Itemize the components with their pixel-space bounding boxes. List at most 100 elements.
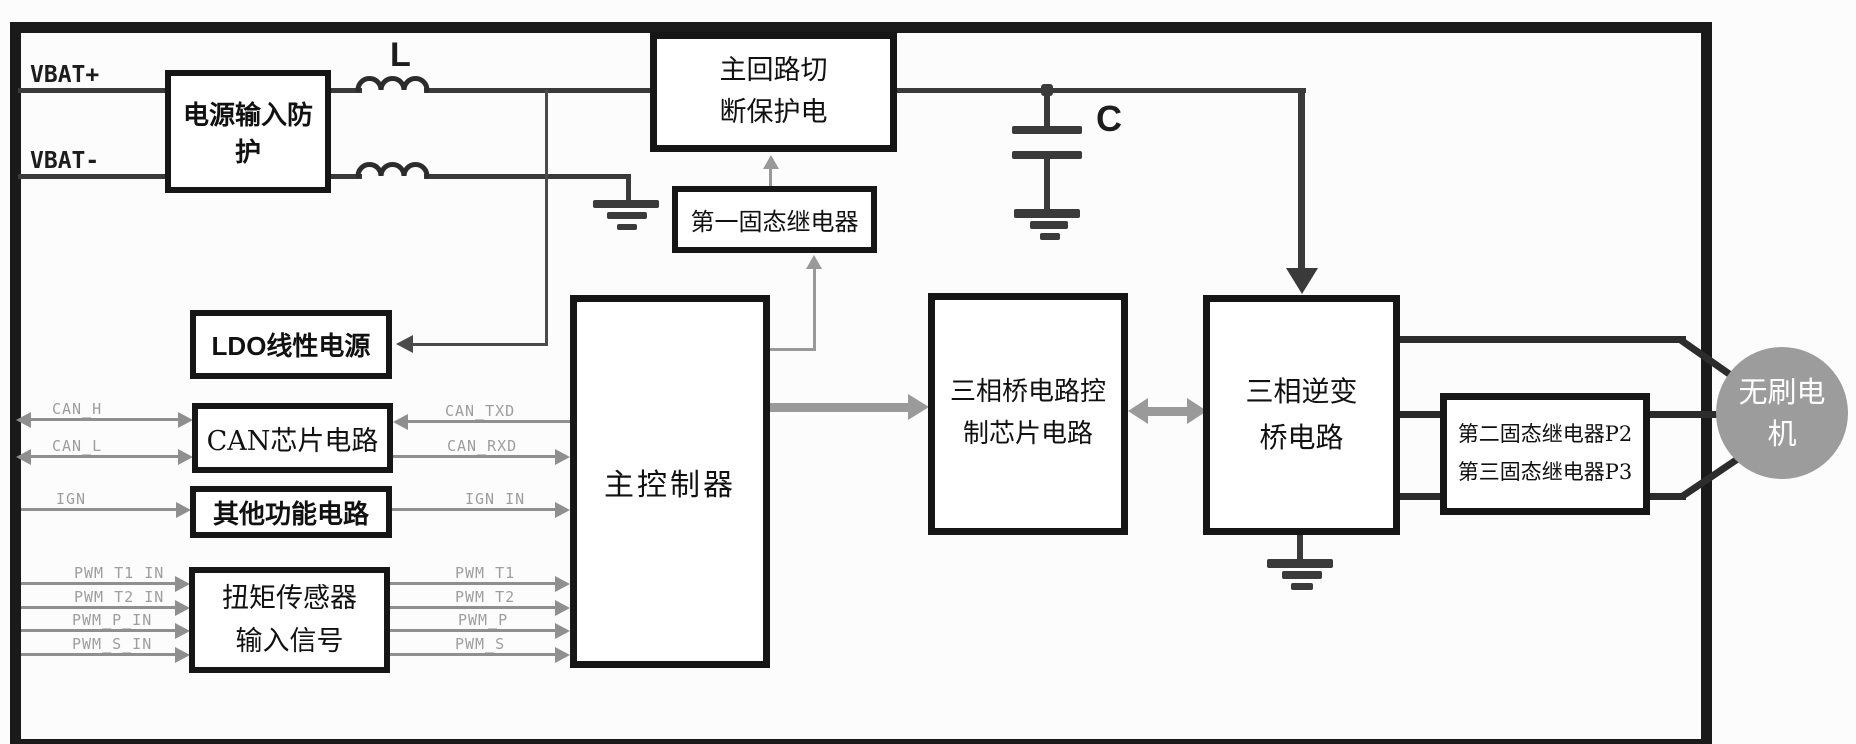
- can-l-wire: [30, 455, 180, 458]
- vbat-minus-wire-b: [424, 174, 631, 179]
- ldo-feed-vwire: [545, 90, 548, 345]
- can-l-arrowhead-left: [16, 449, 31, 465]
- top-rail-wire: [897, 88, 1306, 93]
- ldo-label: LDO线性电源: [211, 331, 371, 361]
- pwm-p-wire: [390, 629, 557, 632]
- torque-sensor-label-line2: 输入信号: [235, 626, 344, 657]
- inductor-coil-top: [355, 76, 430, 93]
- power-input-protection-label: 电源输入防护: [182, 99, 313, 167]
- pwm-t1-wire: [390, 582, 557, 585]
- ign-label: IGN: [56, 490, 87, 508]
- ldo-feed-arrowhead: [396, 335, 413, 353]
- inverter-bridge-box: 三相逆变 桥电路: [1203, 295, 1400, 535]
- ground1-bar2: [607, 212, 647, 219]
- inductor-label: L: [390, 36, 411, 74]
- vbat-minus-stub: [626, 176, 631, 202]
- ssr23-box: 第二固态继电器P2 第三固态继电器P3: [1440, 393, 1650, 515]
- bridge-control-chip-box: 三相桥电路控 制芯片电路: [928, 293, 1128, 535]
- pwm-t1-label: PWM T1: [455, 564, 516, 582]
- brushless-motor-node: 无刷电 机: [1716, 347, 1848, 479]
- cap-stub-bottom: [1044, 159, 1050, 211]
- ground3-bar2: [1282, 571, 1322, 579]
- first-ssr-box: 第一固态继电器: [672, 186, 877, 253]
- pwm-t1-in-label: PWM T1 IN: [74, 564, 165, 582]
- ground3-bar3: [1291, 583, 1313, 590]
- can-rxd-wire: [393, 455, 557, 458]
- ssr1-to-cutoff-arrowhead: [763, 155, 779, 169]
- inverter-bridge-label-line2: 桥电路: [1259, 421, 1344, 454]
- capacitor-label: C: [1096, 98, 1122, 139]
- pwm-p-in-arrowhead: [175, 623, 190, 639]
- bridgectrl-inverter-arrowhead-right: [1187, 398, 1207, 424]
- ldo-box: LDO线性电源: [190, 310, 392, 379]
- can-chip-box: CAN芯片电路: [192, 403, 393, 473]
- can-rxd-label: CAN_RXD: [447, 437, 518, 455]
- bridgectrl-inverter-arrow-shaft: [1144, 407, 1191, 416]
- pwm-t1-arrowhead: [555, 576, 570, 592]
- torque-sensor-box: 扭矩传感器 输入信号: [189, 567, 390, 673]
- brushless-motor-label-line2: 机: [1767, 417, 1797, 451]
- phase1-wire: [1400, 336, 1686, 343]
- can-txd-arrowhead: [393, 414, 408, 430]
- inductor-coil-bottom: [355, 162, 430, 179]
- ground2-bar1: [1014, 209, 1080, 218]
- power-input-protection-box: 电源输入防护: [165, 70, 331, 193]
- cap-stub-top: [1044, 92, 1050, 128]
- other-functions-box: 其他功能电路: [190, 486, 392, 538]
- pwm-t1-in-wire: [21, 582, 177, 585]
- inverter-gnd-stub: [1297, 535, 1303, 561]
- cap-plate-top: [1012, 126, 1082, 134]
- rail-down-arrowhead: [1286, 268, 1318, 294]
- can-h-label: CAN_H: [52, 400, 103, 418]
- ign-in-label: IGN IN: [465, 490, 526, 508]
- ldo-feed-hwire: [410, 343, 548, 346]
- pwm-t2-in-label: PWM T2 IN: [74, 588, 165, 606]
- can-h-wire: [30, 418, 180, 421]
- can-l-label: CAN_L: [52, 437, 103, 455]
- can-h-arrowhead-left: [16, 412, 31, 428]
- pwm-t1-in-arrowhead: [175, 576, 190, 592]
- vbat-minus-label: VBAT-: [30, 148, 100, 174]
- rail-down-wire: [1298, 88, 1305, 270]
- pwm-p-label: PWM_P: [458, 611, 509, 629]
- ground2-bar3: [1040, 233, 1060, 240]
- ground3-bar1: [1267, 559, 1333, 568]
- pwm-t2-label: PWM T2: [455, 588, 516, 606]
- can-rxd-arrowhead: [555, 449, 570, 465]
- can-txd-wire: [407, 420, 570, 423]
- ssr1-to-cutoff-wire: [769, 167, 772, 186]
- vbat-plus-wire-b: [424, 88, 652, 93]
- ground2-bar2: [1030, 221, 1068, 229]
- can-txd-label: CAN_TXD: [445, 402, 516, 420]
- main-controller-box: 主控制器: [570, 295, 770, 668]
- pwm-s-wire: [390, 653, 557, 656]
- other-functions-label: 其他功能电路: [212, 498, 369, 529]
- ground1-bar3: [617, 224, 637, 230]
- main-loop-cutoff-label-line1: 主回路切: [719, 55, 828, 87]
- ign-in-arrowhead: [555, 502, 570, 518]
- pwm-t2-arrowhead: [555, 600, 570, 616]
- bridge-control-chip-label-line2: 制芯片电路: [962, 419, 1093, 449]
- cap-plate-bottom: [1012, 151, 1082, 159]
- main-loop-cutoff-label-line2: 断保护电: [719, 97, 828, 128]
- pwm-s-label: PWM_S: [455, 635, 506, 653]
- first-ssr-label: 第一固态继电器: [690, 208, 859, 236]
- mcu-to-bridgectrl-arrowhead: [908, 394, 929, 420]
- mcu-to-ssr1-hwire: [770, 348, 816, 351]
- bridge-control-chip-label-line1: 三相桥电路控: [949, 377, 1106, 408]
- mcu-to-bridgectrl-arrow-shaft: [770, 403, 912, 412]
- pwm-t2-wire: [390, 606, 557, 609]
- main-loop-cutoff-box: 主回路切 断保护电: [650, 32, 897, 152]
- ground1-bar1: [593, 200, 659, 208]
- can-h-arrowhead-right: [178, 412, 193, 428]
- brushless-motor-label-line1: 无刷电: [1738, 374, 1826, 409]
- pwm-s-in-label: PWM_S_IN: [72, 635, 153, 653]
- pwm-t2-in-wire: [21, 606, 177, 609]
- ign-arrowhead: [176, 502, 191, 518]
- ign-wire: [21, 508, 178, 511]
- diagram-outer-frame: [10, 22, 1712, 744]
- mcu-to-ssr1-arrowhead: [806, 255, 822, 269]
- pwm-p-in-wire: [21, 629, 177, 632]
- pwm-t2-in-arrowhead: [175, 600, 190, 616]
